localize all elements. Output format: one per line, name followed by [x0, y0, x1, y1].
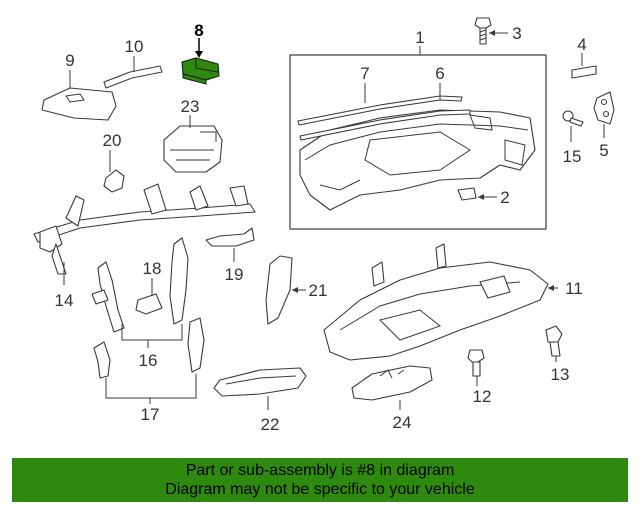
lower-reinforcement	[323, 243, 549, 361]
insulator-pad	[41, 87, 117, 121]
glove-door-24	[351, 365, 433, 401]
label-pad	[571, 65, 597, 79]
callout-17: 17	[141, 405, 160, 424]
callout-5: 5	[599, 141, 608, 160]
callout-15: 15	[563, 147, 582, 166]
callout-4: 4	[577, 35, 586, 54]
glove-tray-22	[213, 367, 307, 397]
screw-part-15	[562, 110, 584, 127]
callout-9: 9	[65, 51, 74, 70]
callout-13: 13	[551, 365, 570, 384]
inset-box	[289, 54, 547, 230]
callout-1: 1	[415, 28, 424, 47]
defroster-grille-strip	[299, 109, 471, 141]
stay-brackets	[93, 317, 205, 379]
exploded-parts-diagram: 1 2 3 4 5 6 7 8 9 10 11 12 13 14 15 16 1…	[33, 17, 615, 434]
banner-line-2: Diagram may not be specific to your vehi…	[165, 481, 475, 498]
callout-3: 3	[512, 24, 521, 43]
callout-22: 22	[261, 415, 280, 434]
callout-20: 20	[103, 131, 122, 150]
bolt-part-3	[474, 17, 492, 45]
trim-strip	[103, 65, 163, 89]
callout-7: 7	[360, 64, 369, 83]
banner-line-1: Part or sub-assembly is #8 in diagram	[185, 462, 455, 479]
bolt-part-13	[545, 325, 563, 357]
small-bracket-20	[103, 169, 125, 193]
panel-clip	[457, 187, 477, 201]
highlight-notice-banner: Part or sub-assembly is #8 in diagram Di…	[12, 458, 628, 502]
brace-19	[205, 227, 255, 247]
small-bracket	[593, 91, 615, 125]
callout-6: 6	[435, 64, 444, 83]
callout-12: 12	[473, 387, 492, 406]
callout-21: 21	[309, 281, 328, 300]
callout-19: 19	[225, 265, 244, 284]
callout-18: 18	[143, 259, 162, 278]
dashboard-panel	[299, 109, 536, 211]
defroster-nozzle-strip	[297, 95, 463, 126]
bolt-part-12	[467, 349, 485, 377]
glove-cover	[163, 125, 223, 173]
support-brackets	[91, 237, 189, 333]
callout-23: 23	[181, 97, 200, 116]
highlighted-part-8	[181, 57, 220, 85]
callout-8: 8	[194, 21, 203, 40]
side-trim-21	[265, 255, 293, 325]
callout-10: 10	[125, 37, 144, 56]
callout-24: 24	[393, 413, 412, 432]
callout-2: 2	[500, 188, 509, 207]
callout-16: 16	[139, 351, 158, 370]
callout-11: 11	[565, 279, 583, 298]
callout-14: 14	[55, 291, 74, 310]
cross-car-beam	[33, 183, 256, 275]
